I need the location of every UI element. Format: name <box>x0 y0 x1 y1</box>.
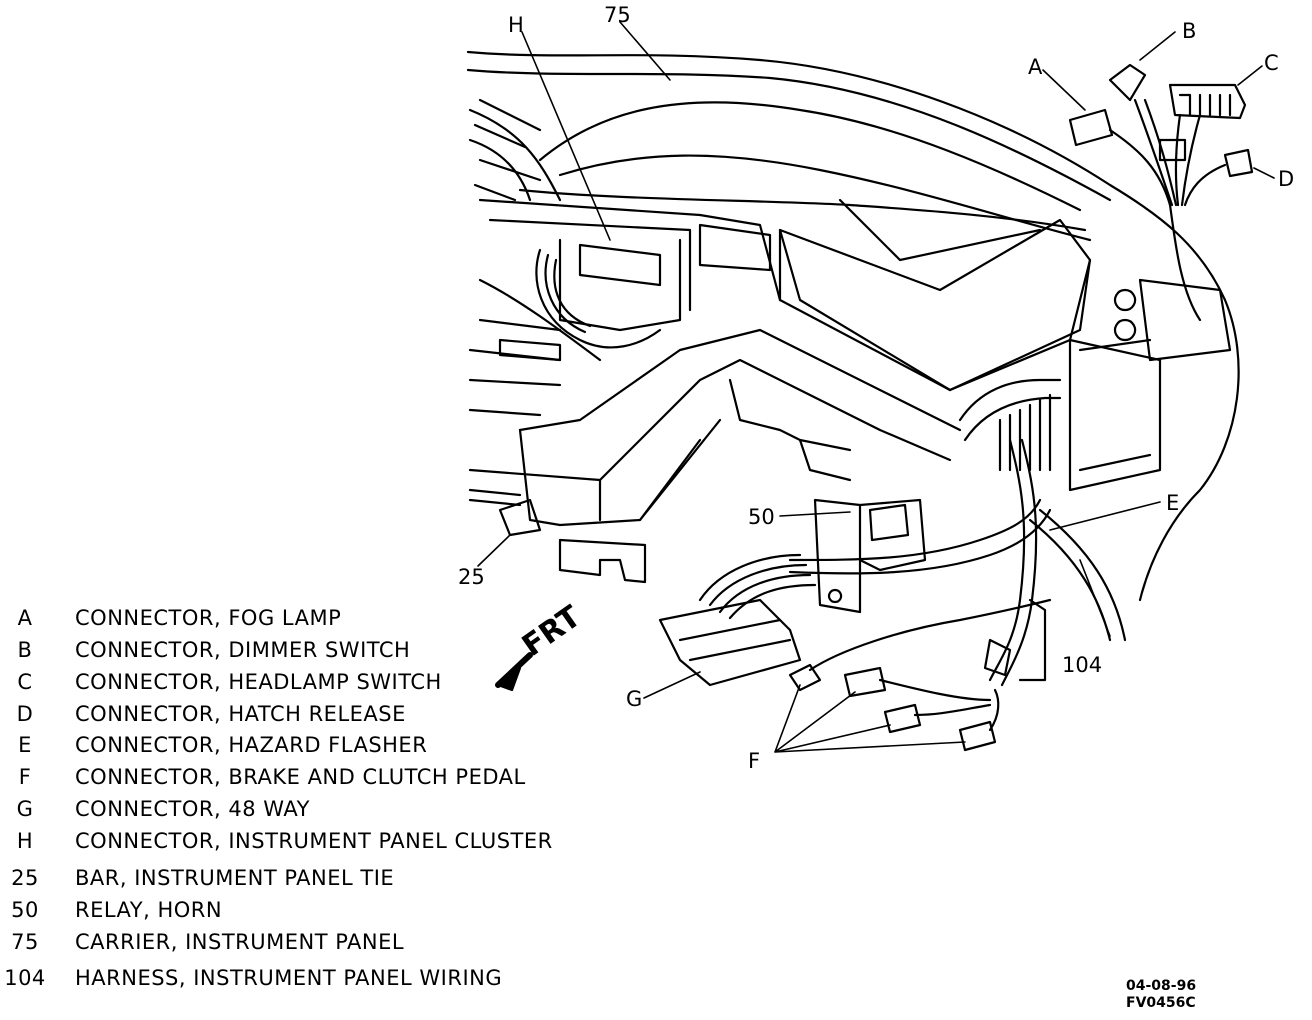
horn-relay <box>813 498 927 614</box>
harness-left-bundle <box>535 248 662 349</box>
callout-A: A <box>1028 55 1043 79</box>
callout-D: D <box>1278 167 1295 191</box>
legend-key: C <box>17 670 33 694</box>
callout-C: C <box>1264 51 1279 75</box>
dash-structure-left <box>468 198 782 417</box>
legend-key: G <box>16 797 34 821</box>
legend-desc: CONNECTOR, HAZARD FLASHER <box>75 733 428 757</box>
leader-lines <box>477 21 1275 753</box>
front-arrow-icon <box>495 652 533 692</box>
legend-key: F <box>18 765 32 789</box>
callout-F: F <box>748 749 761 773</box>
callout-104: 104 <box>1062 653 1103 677</box>
connector-fog-lamp-body <box>1068 108 1114 147</box>
legend-key: B <box>17 638 33 662</box>
connector-brake-clutch-bodies <box>788 598 1052 752</box>
callout-B: B <box>1182 19 1197 43</box>
instrument-panel-wiring-harness <box>788 378 1127 687</box>
callout-H: H <box>508 13 524 37</box>
legend-desc: CONNECTOR, HATCH RELEASE <box>75 702 406 726</box>
legend-desc: CARRIER, INSTRUMENT PANEL <box>75 930 405 954</box>
legend-key: 75 <box>11 930 39 954</box>
callout-75: 75 <box>604 3 631 27</box>
callout-G: G <box>626 687 643 711</box>
connector-48-way-body <box>658 553 817 687</box>
stamp-date: 04-08-96 <box>1126 978 1197 994</box>
legend-desc: CONNECTOR, BRAKE AND CLUTCH PEDAL <box>75 765 526 789</box>
legend-key: 104 <box>4 966 46 990</box>
legend-desc: CONNECTOR, INSTRUMENT PANEL CLUSTER <box>75 829 553 853</box>
connector-headlamp-switch-body <box>1168 83 1247 120</box>
legend-desc: CONNECTOR, HEADLAMP SWITCH <box>75 670 442 694</box>
connector-hatch-release-body <box>1223 148 1254 178</box>
legend-key: H <box>16 829 34 853</box>
legend-key: 25 <box>11 866 39 890</box>
legend-key: E <box>18 733 32 757</box>
legend-desc: CONNECTOR, FOG LAMP <box>75 606 342 630</box>
callout-E: E <box>1166 491 1180 515</box>
legend-desc: CONNECTOR, 48 WAY <box>75 797 310 821</box>
stamp-code: FV0456C <box>1126 995 1196 1011</box>
legend-desc: HARNESS, INSTRUMENT PANEL WIRING <box>75 966 503 990</box>
instrument-panel-carrier <box>466 50 1240 602</box>
legend-desc: RELAY, HORN <box>75 898 223 922</box>
legend-key: A <box>17 606 33 630</box>
connector-dimmer-switch-body <box>1108 63 1147 102</box>
callout-25: 25 <box>458 565 485 589</box>
legend-key: 50 <box>11 898 39 922</box>
legend-desc: CONNECTOR, DIMMER SWITCH <box>75 638 411 662</box>
connector-cluster-abcd <box>1068 63 1254 362</box>
instrument-panel-tie-bar <box>468 328 962 584</box>
legend-key: D <box>16 702 34 726</box>
legend-desc: BAR, INSTRUMENT PANEL TIE <box>75 866 395 890</box>
callout-50: 50 <box>748 505 775 529</box>
